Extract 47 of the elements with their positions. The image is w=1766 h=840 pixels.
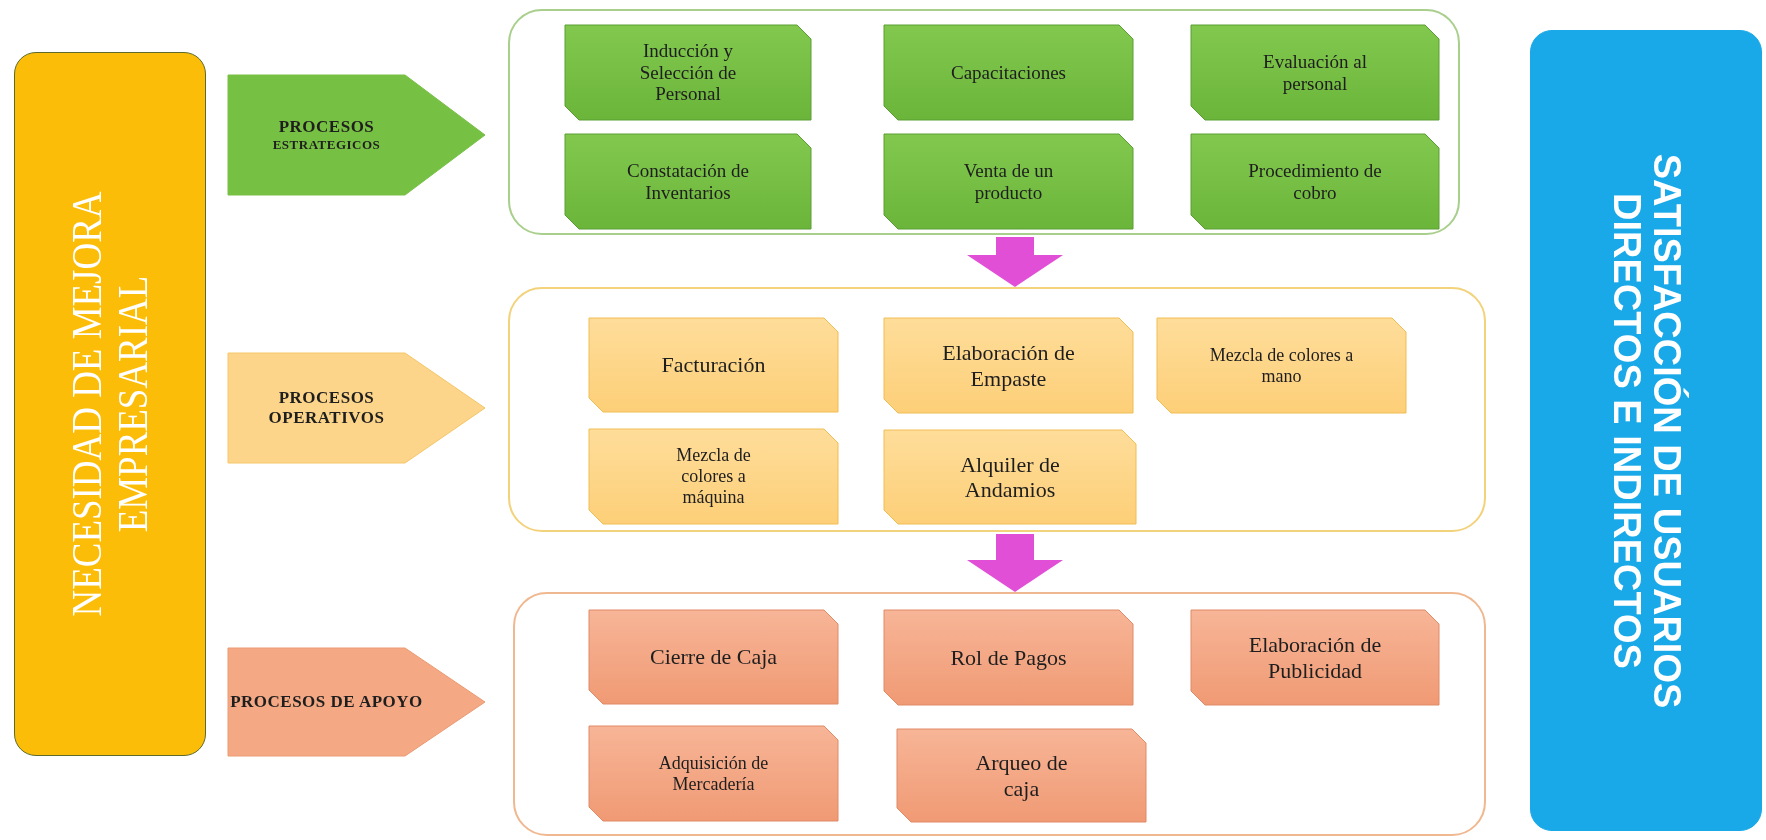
process-box	[884, 610, 1133, 705]
process-box	[884, 318, 1133, 413]
process-box	[884, 430, 1136, 524]
process-box	[897, 729, 1146, 822]
stage-heading: PROCESOS DE APOYO	[230, 691, 423, 713]
process-label: Procedimiento de cobro	[1247, 159, 1383, 204]
pentagon-arrow	[228, 353, 485, 463]
process-box	[1157, 318, 1406, 413]
process-box	[589, 610, 838, 704]
process-label: Constatación de Inventarios	[626, 159, 750, 204]
process-box	[589, 726, 838, 821]
block-arrow	[967, 237, 1063, 287]
process-label: Adquisición de Mercadería	[657, 752, 770, 795]
vertical-title: NECESIDAD DE MEJORA EMPRESARIAL	[63, 190, 157, 619]
process-label: Facturación	[661, 352, 766, 378]
process-label: Mezcla de colores a mano	[1208, 344, 1355, 387]
stage-heading: PROCESOS	[278, 117, 375, 138]
process-box	[589, 318, 838, 412]
block-arrow	[967, 534, 1063, 592]
group-panel	[508, 287, 1486, 532]
side-panel	[14, 52, 206, 756]
stage-subheading: ESTRATEGICOS	[272, 137, 381, 153]
process-box	[1191, 610, 1439, 705]
process-label: Capacitaciones	[951, 61, 1066, 84]
pentagon-arrow	[228, 648, 485, 756]
process-label: Alquiler de Andamios	[959, 451, 1061, 503]
group-panel	[513, 592, 1486, 836]
process-box	[1191, 25, 1439, 120]
process-label: Rol de Pagos	[950, 644, 1067, 671]
process-label: Mezcla de colores a máquina	[675, 445, 752, 508]
process-label: Arqueo de caja	[974, 750, 1069, 801]
pentagon-arrow	[228, 75, 485, 195]
process-label: Elaboración de Empaste	[941, 340, 1076, 391]
side-panel	[1530, 30, 1762, 831]
process-label: Venta de un producto	[962, 159, 1055, 204]
process-box	[884, 134, 1133, 229]
stage-heading: PROCESOS OPERATIVOS	[267, 387, 386, 429]
process-label: Elaboración de Publicidad	[1247, 632, 1383, 683]
process-label: Inducción y Selección de Personal	[638, 39, 738, 106]
process-box	[1191, 134, 1439, 229]
process-box	[565, 134, 811, 229]
group-panel	[508, 9, 1460, 235]
process-box	[565, 25, 811, 120]
process-label: Cierre de Caja	[649, 644, 778, 670]
process-label: Evaluación al personal	[1262, 50, 1368, 95]
process-box	[589, 429, 838, 524]
process-box	[884, 25, 1133, 120]
